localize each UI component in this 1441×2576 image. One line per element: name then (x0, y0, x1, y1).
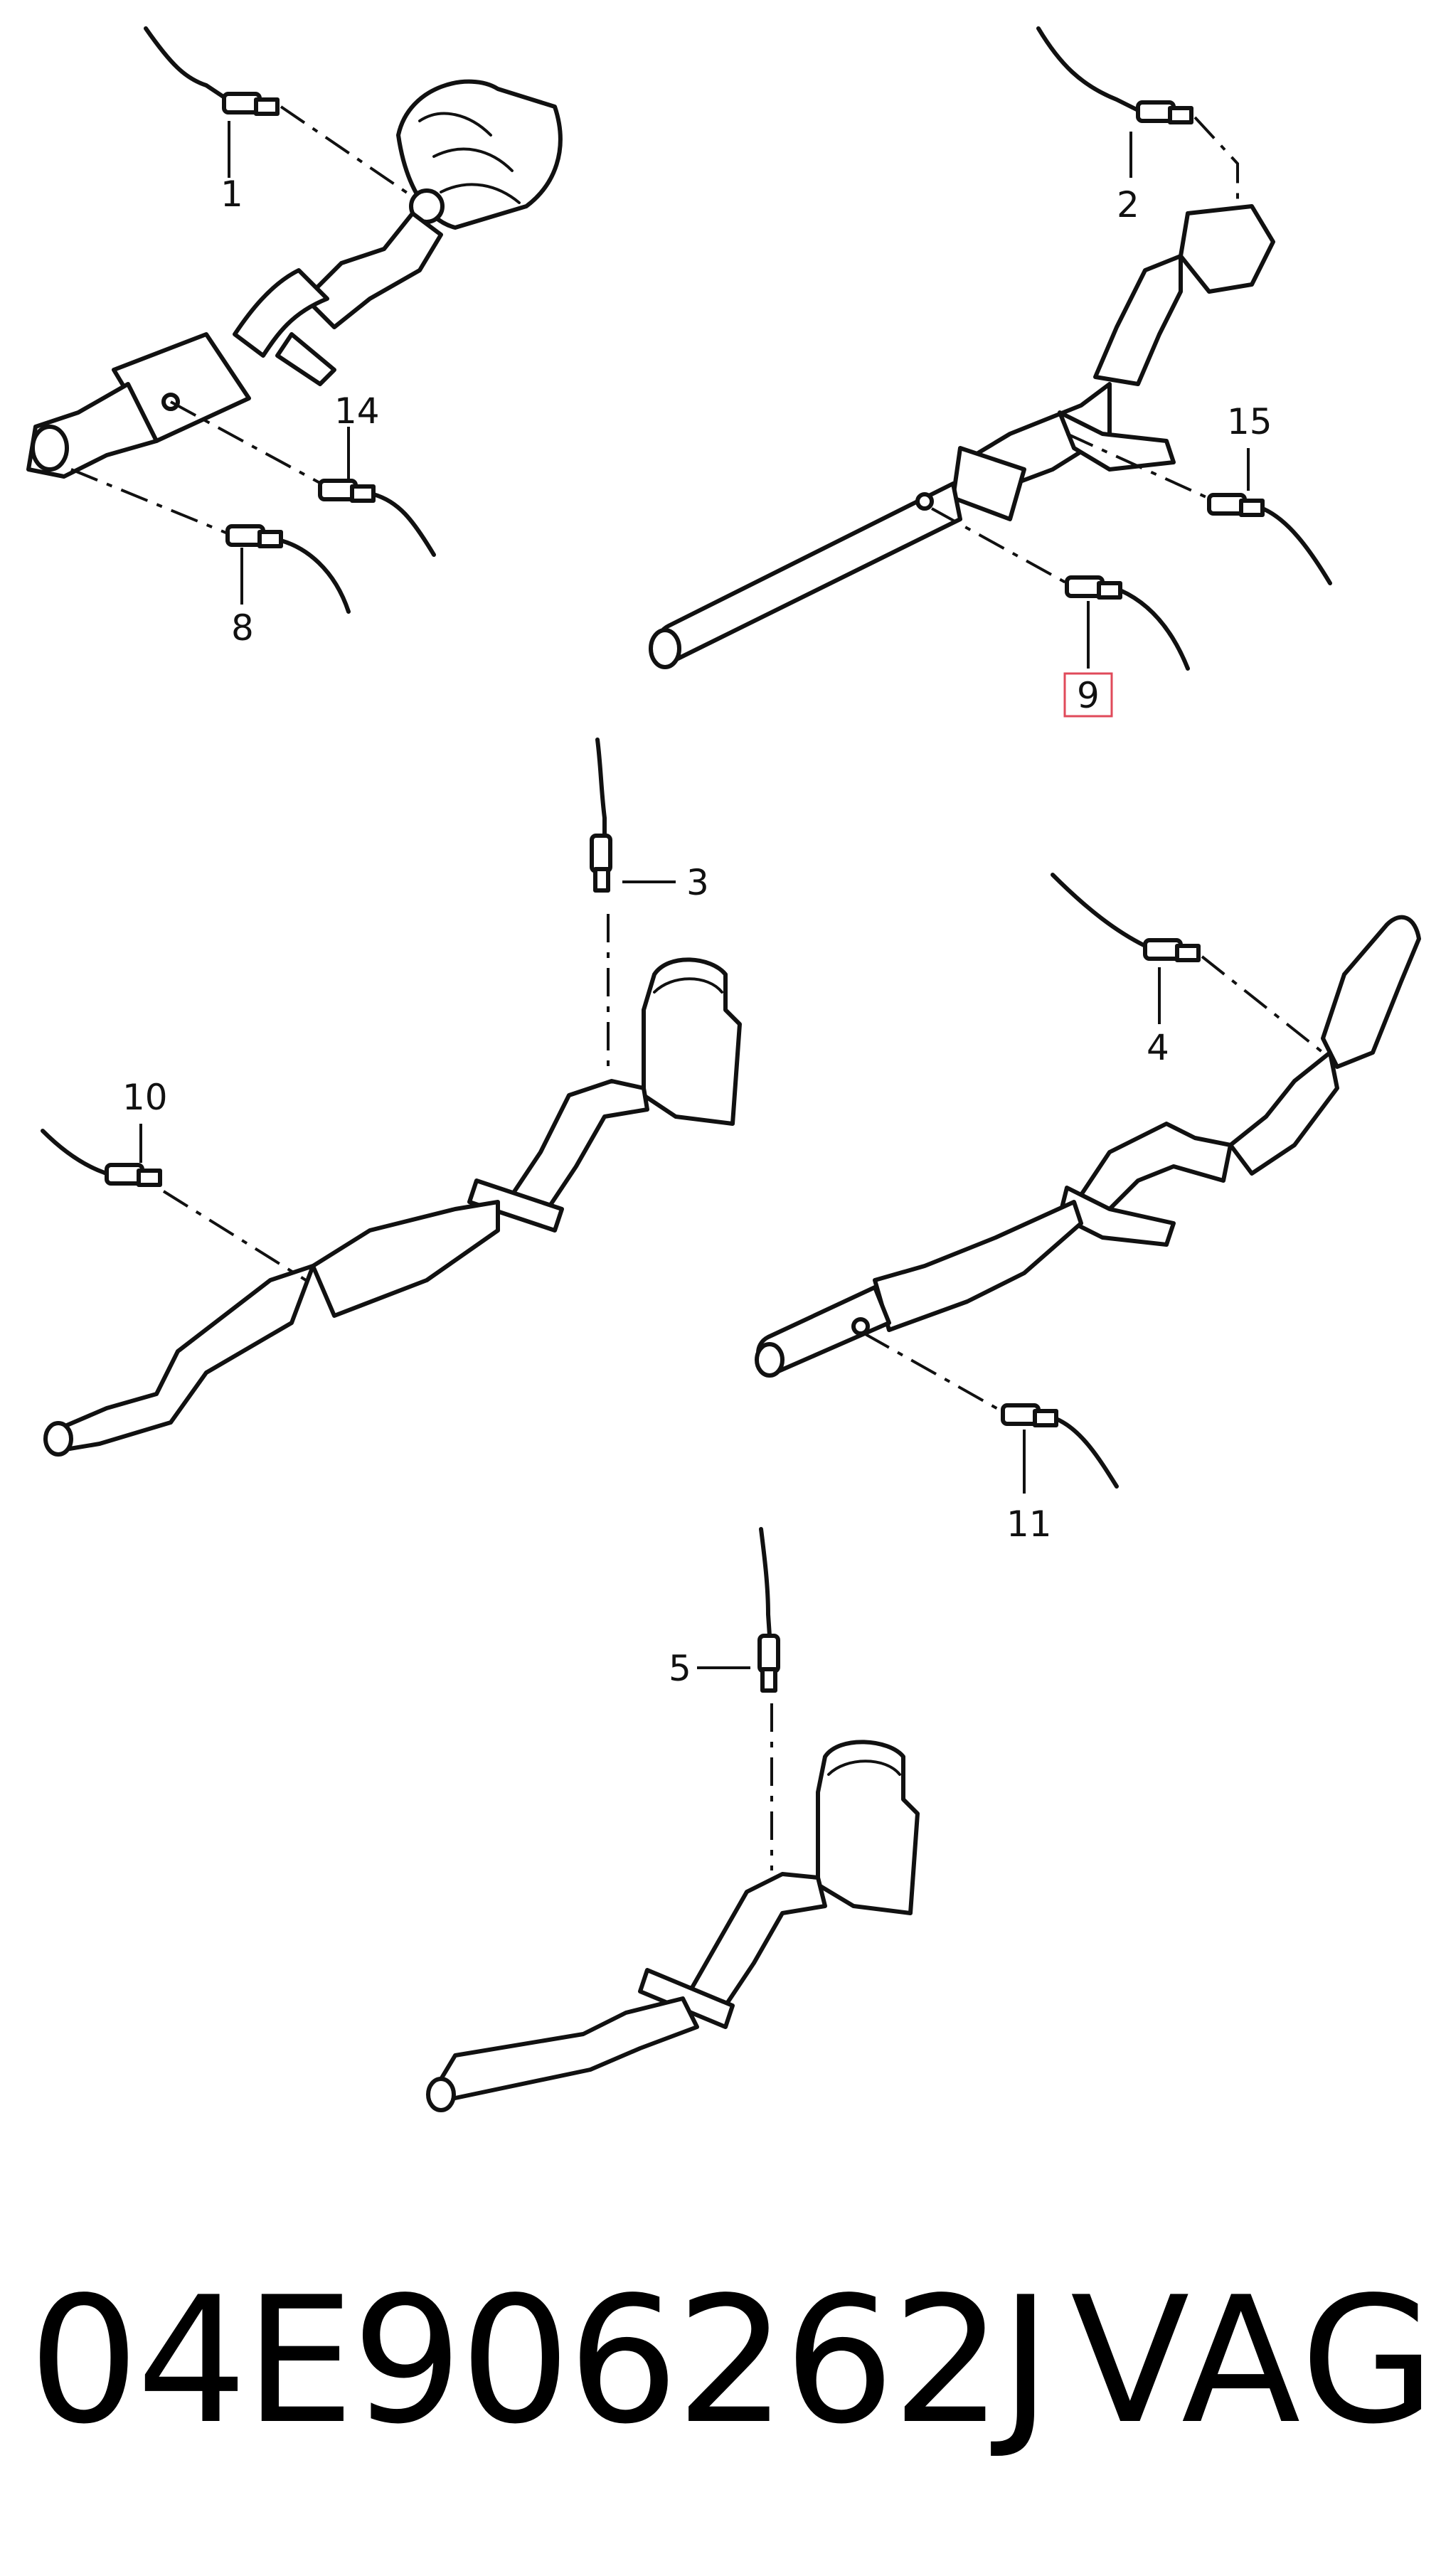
callout-15[interactable]: 15 (1227, 401, 1272, 442)
exhaust-assembly-e: 5 (426, 1527, 920, 2112)
oxygen-sensor-10 (105, 1163, 162, 1187)
callout-2[interactable]: 2 (1117, 184, 1139, 225)
oxygen-sensor-4 (1143, 938, 1201, 962)
callout-11[interactable]: 11 (1006, 1503, 1052, 1545)
callout-8[interactable]: 8 (231, 607, 254, 649)
footer: 04E906262J VAG (0, 2255, 1441, 2468)
oxygen-sensor-2 (1136, 100, 1193, 124)
callout-14[interactable]: 14 (334, 390, 380, 432)
oxygen-sensor-9 (1065, 575, 1122, 600)
oxygen-sensor-14 (318, 479, 376, 503)
oxygen-sensor-3 (590, 834, 612, 893)
exhaust-assembly-c: 3 10 (41, 738, 742, 1457)
callout-5[interactable]: 5 (669, 1648, 691, 1689)
part-number: 04E906262J (28, 2260, 1051, 2462)
callout-9-highlight (1063, 672, 1113, 718)
callout-9[interactable]: 9 (1077, 675, 1100, 716)
exhaust-assembly-d: 4 11 (755, 873, 1421, 1545)
oxygen-sensor-5 (757, 1634, 780, 1693)
oxygen-sensor-15 (1207, 493, 1265, 517)
brand-name: VAG (1070, 2260, 1439, 2462)
exhaust-assembly-a: 1 14 8 (26, 26, 563, 649)
callout-3[interactable]: 3 (686, 862, 709, 903)
sensor-a1-cable (144, 26, 230, 102)
callout-1[interactable]: 1 (220, 174, 243, 215)
oxygen-sensor-1 (222, 92, 280, 116)
exhaust-assembly-b: 2 15 9 (649, 26, 1332, 718)
oxygen-sensor-8 (225, 524, 283, 548)
exhaust-manifold-a (396, 79, 563, 230)
callout-10[interactable]: 10 (122, 1077, 168, 1118)
oxygen-sensor-11 (1001, 1403, 1058, 1427)
callout-4[interactable]: 4 (1147, 1027, 1169, 1068)
